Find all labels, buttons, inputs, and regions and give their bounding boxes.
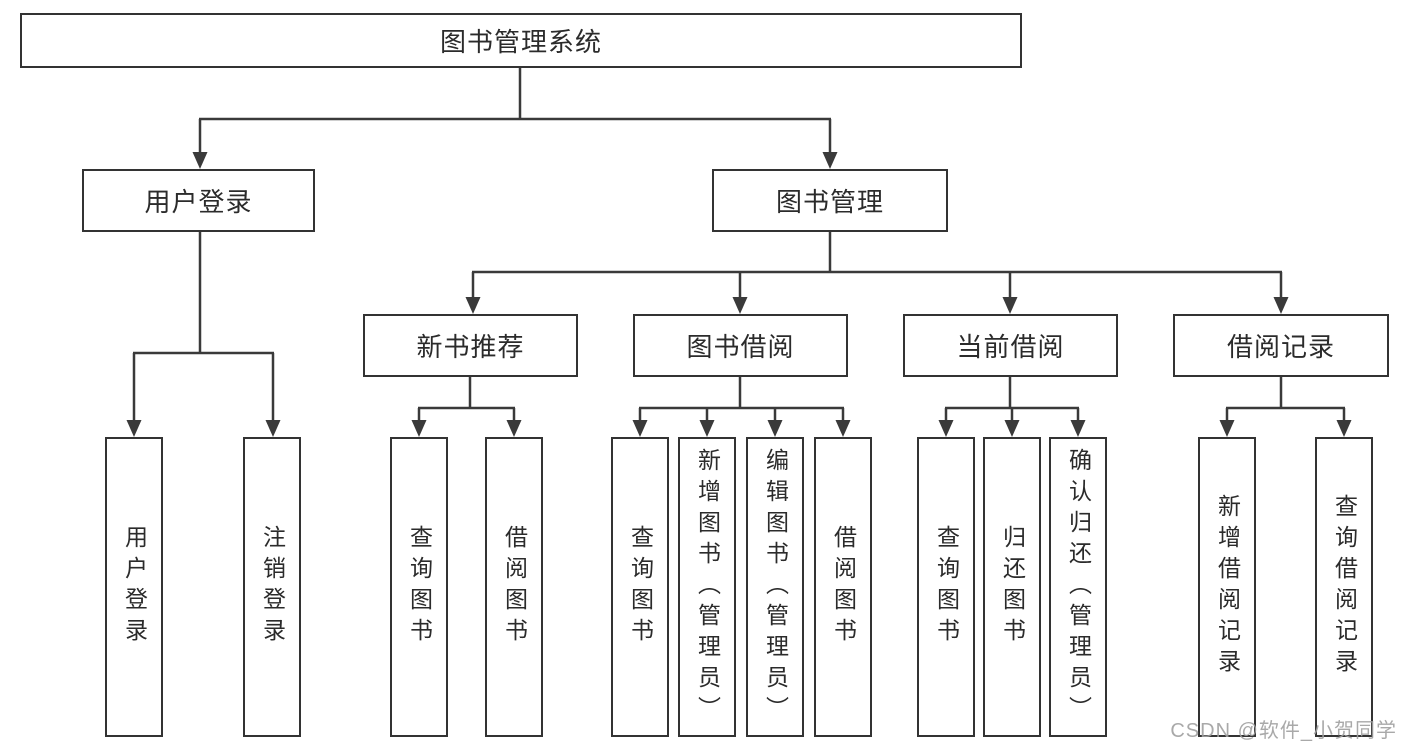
leaf-borrow-books-recommend: 借阅图书 bbox=[485, 437, 543, 737]
node-label: 归还图书 bbox=[999, 525, 1026, 649]
node-label: 查询图书 bbox=[406, 525, 433, 649]
leaf-query-books-borrowing: 查询图书 bbox=[611, 437, 669, 737]
node-label: 图书管理 bbox=[775, 187, 884, 217]
leaf-query-borrow-record: 查询借阅记录 bbox=[1315, 437, 1373, 737]
connector-book-management bbox=[465, 232, 1289, 314]
connector-new-book-recommendation bbox=[411, 377, 522, 437]
node-book-management: 图书管理 bbox=[712, 169, 948, 232]
connector-user-login bbox=[126, 232, 281, 437]
connector-borrowing-records bbox=[1219, 377, 1352, 437]
node-new-book-recommendation: 新书推荐 bbox=[363, 314, 578, 377]
node-label: 新书推荐 bbox=[416, 332, 525, 362]
leaf-return-book: 归还图书 bbox=[983, 437, 1041, 737]
node-library-management-system: 图书管理系统 bbox=[20, 13, 1022, 68]
leaf-borrow-books-borrowing: 借阅图书 bbox=[814, 437, 872, 737]
node-label: 图书借阅 bbox=[686, 332, 795, 362]
node-label: 图书管理系统 bbox=[439, 27, 602, 57]
node-label: 新增图书（管理员） bbox=[694, 447, 721, 727]
node-label: 用户登录 bbox=[121, 525, 148, 649]
node-book-borrowing: 图书借阅 bbox=[633, 314, 848, 377]
node-label: 查询图书 bbox=[933, 525, 960, 649]
node-user-login: 用户登录 bbox=[82, 169, 315, 232]
node-label: 借阅图书 bbox=[830, 525, 857, 649]
node-label: 查询借阅记录 bbox=[1331, 494, 1358, 680]
leaf-add-book-admin: 新增图书（管理员） bbox=[678, 437, 736, 737]
node-current-borrowing: 当前借阅 bbox=[903, 314, 1118, 377]
watermark: CSDN @软件_小贺同学 bbox=[1170, 720, 1397, 742]
connector-current-borrowing bbox=[938, 377, 1086, 437]
node-label: 当前借阅 bbox=[956, 332, 1065, 362]
node-label: 查询图书 bbox=[627, 525, 654, 649]
node-label: 新增借阅记录 bbox=[1214, 494, 1241, 680]
node-label: 注销登录 bbox=[259, 525, 286, 649]
node-label: 借阅记录 bbox=[1226, 332, 1335, 362]
node-label: 借阅图书 bbox=[501, 525, 528, 649]
leaf-logout: 注销登录 bbox=[243, 437, 301, 737]
leaf-add-borrow-record: 新增借阅记录 bbox=[1198, 437, 1256, 737]
connector-root bbox=[192, 68, 838, 169]
leaf-query-books-current: 查询图书 bbox=[917, 437, 975, 737]
leaf-query-books-recommend: 查询图书 bbox=[390, 437, 448, 737]
node-label: 编辑图书（管理员） bbox=[762, 447, 789, 727]
node-label: 用户登录 bbox=[144, 187, 253, 217]
connector-book-borrowing bbox=[632, 377, 851, 437]
leaf-confirm-return-admin: 确认归还（管理员） bbox=[1049, 437, 1107, 737]
leaf-user-login: 用户登录 bbox=[105, 437, 163, 737]
leaf-edit-book-admin: 编辑图书（管理员） bbox=[746, 437, 804, 737]
node-label: 确认归还（管理员） bbox=[1065, 447, 1092, 727]
node-borrowing-records: 借阅记录 bbox=[1173, 314, 1389, 377]
